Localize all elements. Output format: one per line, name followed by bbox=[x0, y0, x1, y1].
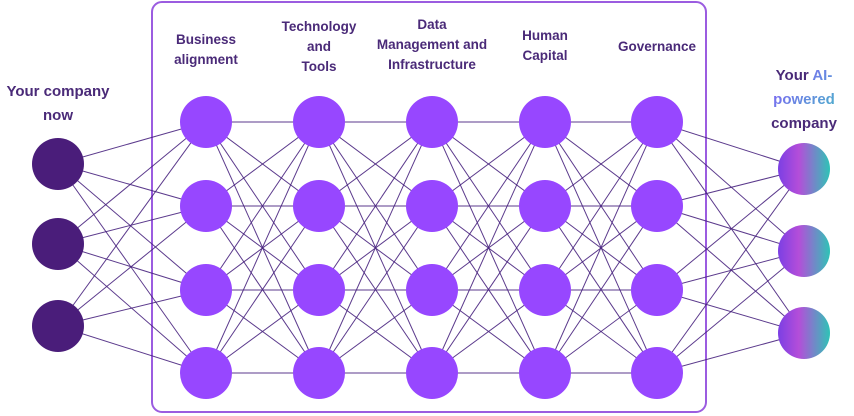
layer-1-node-1 bbox=[180, 96, 232, 148]
output-node-3 bbox=[778, 307, 830, 359]
edge-1-2-0 bbox=[205, 121, 320, 291]
edge-3-3-1 bbox=[431, 205, 546, 374]
layer-4-node-3 bbox=[519, 264, 571, 316]
layer-label-line: and bbox=[307, 39, 331, 54]
layer-2-node-3 bbox=[293, 264, 345, 316]
edge-1-3-0 bbox=[205, 121, 320, 374]
input-node-1 bbox=[32, 138, 84, 190]
layer-4-node-1 bbox=[519, 96, 571, 148]
output-node-2 bbox=[778, 225, 830, 277]
layer-2-node-1 bbox=[293, 96, 345, 148]
input-label-line: Your company bbox=[6, 83, 110, 100]
edge-4-2-0 bbox=[544, 121, 658, 291]
layer-3-node-4 bbox=[406, 347, 458, 399]
input-label-line: now bbox=[43, 107, 73, 124]
layer-5-node-3 bbox=[631, 264, 683, 316]
layer-label-line: Governance bbox=[618, 39, 697, 54]
edge-5-2-0 bbox=[656, 168, 805, 291]
edge-0-2-1 bbox=[57, 205, 207, 327]
layers-frame bbox=[151, 1, 707, 413]
layer-label-1: Business alignment bbox=[174, 32, 238, 67]
output-label: Your AI-powered company bbox=[771, 67, 838, 132]
edge-3-2-0 bbox=[431, 121, 546, 291]
layer-label-line: Capital bbox=[522, 48, 567, 63]
layer-5-node-4 bbox=[631, 347, 683, 399]
layer-1-node-4 bbox=[180, 347, 232, 399]
layer-4-node-4 bbox=[519, 347, 571, 399]
layer-3-node-3 bbox=[406, 264, 458, 316]
input-label: Your company now bbox=[6, 83, 110, 124]
edge-5-3-1 bbox=[656, 250, 805, 374]
layer-4-node-2 bbox=[519, 180, 571, 232]
output-label-line: powered bbox=[773, 91, 835, 108]
layer-3-node-1 bbox=[406, 96, 458, 148]
layer-label-line: Human bbox=[522, 28, 568, 43]
plain-text: company bbox=[771, 115, 838, 132]
layer-5-node-2 bbox=[631, 180, 683, 232]
edge-2-3-0 bbox=[318, 121, 433, 374]
layer-label-line: Business bbox=[176, 32, 236, 47]
edge-0-0-2 bbox=[57, 163, 207, 291]
output-label-line: company bbox=[771, 115, 838, 132]
layer-1-node-3 bbox=[180, 264, 232, 316]
edge-2-2-0 bbox=[318, 121, 433, 291]
edge-5-0-2 bbox=[656, 121, 805, 334]
layer-label-5: Governance bbox=[618, 39, 697, 54]
connection-edges bbox=[57, 121, 805, 374]
layer-3-node-2 bbox=[406, 180, 458, 232]
edge-0-0-3 bbox=[57, 163, 207, 374]
layer-label-line: Infrastructure bbox=[388, 57, 476, 72]
input-node-2 bbox=[32, 218, 84, 270]
layer-label-line: Technology bbox=[282, 19, 357, 34]
edge-1-3-1 bbox=[205, 205, 320, 374]
layer-2-node-2 bbox=[293, 180, 345, 232]
edge-5-0-1 bbox=[656, 121, 805, 252]
layer-2-node-4 bbox=[293, 347, 345, 399]
layer-label-line: alignment bbox=[174, 52, 238, 67]
edge-2-3-1 bbox=[318, 205, 433, 374]
edge-4-3-0 bbox=[544, 121, 658, 374]
edge-4-3-1 bbox=[544, 205, 658, 374]
layer-label-line: Management and bbox=[377, 37, 487, 52]
plain-text: Your bbox=[776, 67, 813, 84]
output-label-line: Your AI- bbox=[776, 67, 833, 84]
layer-5-node-1 bbox=[631, 96, 683, 148]
layer-label-line: Data bbox=[417, 17, 447, 32]
network-nodes bbox=[32, 96, 830, 399]
layer-1-node-2 bbox=[180, 180, 232, 232]
accent-text: powered bbox=[773, 91, 835, 108]
edge-3-3-0 bbox=[431, 121, 546, 374]
output-node-1 bbox=[778, 143, 830, 195]
edge-5-1-2 bbox=[656, 205, 805, 334]
edge-0-1-0 bbox=[57, 121, 207, 245]
edge-5-3-0 bbox=[656, 168, 805, 374]
accent-text: AI- bbox=[812, 67, 832, 84]
layer-label-line: Tools bbox=[302, 59, 337, 74]
input-node-3 bbox=[32, 300, 84, 352]
edge-0-2-0 bbox=[57, 121, 207, 327]
